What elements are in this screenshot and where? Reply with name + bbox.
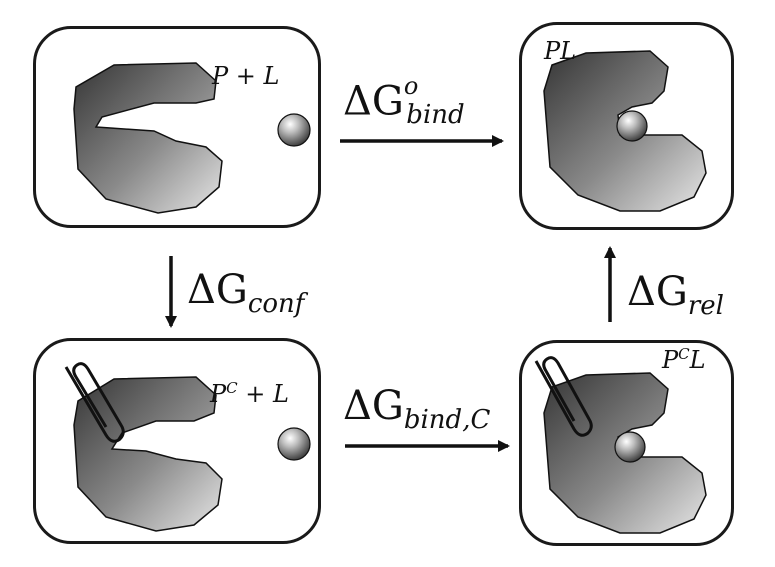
state-label-bottom-left: PC + L [210, 379, 289, 408]
state-box-top-right: PL [519, 22, 734, 230]
state-label-bottom-right: PCL [662, 345, 706, 374]
protein-constrained [73, 376, 223, 532]
ligand-ball [616, 110, 648, 142]
paperclip-icon [64, 362, 125, 443]
label-dg-bind-c: ΔGbind,C [343, 383, 491, 435]
state-box-bottom-left: PC + L [33, 338, 321, 544]
state-box-top-left: P + L [33, 26, 321, 228]
paperclip-icon [534, 356, 593, 437]
label-dg-rel: ΔGrel [627, 269, 724, 321]
protein-ligand-bottom-left [64, 362, 311, 532]
protein-open [73, 62, 223, 214]
protein-ligand-top-left [73, 62, 311, 214]
label-dg-bind: ΔGobind [343, 72, 465, 131]
ligand-ball [277, 113, 311, 147]
ligand-ball [614, 431, 646, 463]
label-dg-conf: ΔGconf [187, 267, 305, 319]
ligand-ball [277, 427, 311, 461]
protein-ligand-bottom-right [534, 356, 707, 534]
state-box-bottom-right: PCL [519, 340, 734, 546]
protein-ligand-top-right [543, 50, 707, 212]
state-label-top-right: PL [544, 37, 577, 65]
state-label-top-left: P + L [212, 62, 280, 90]
